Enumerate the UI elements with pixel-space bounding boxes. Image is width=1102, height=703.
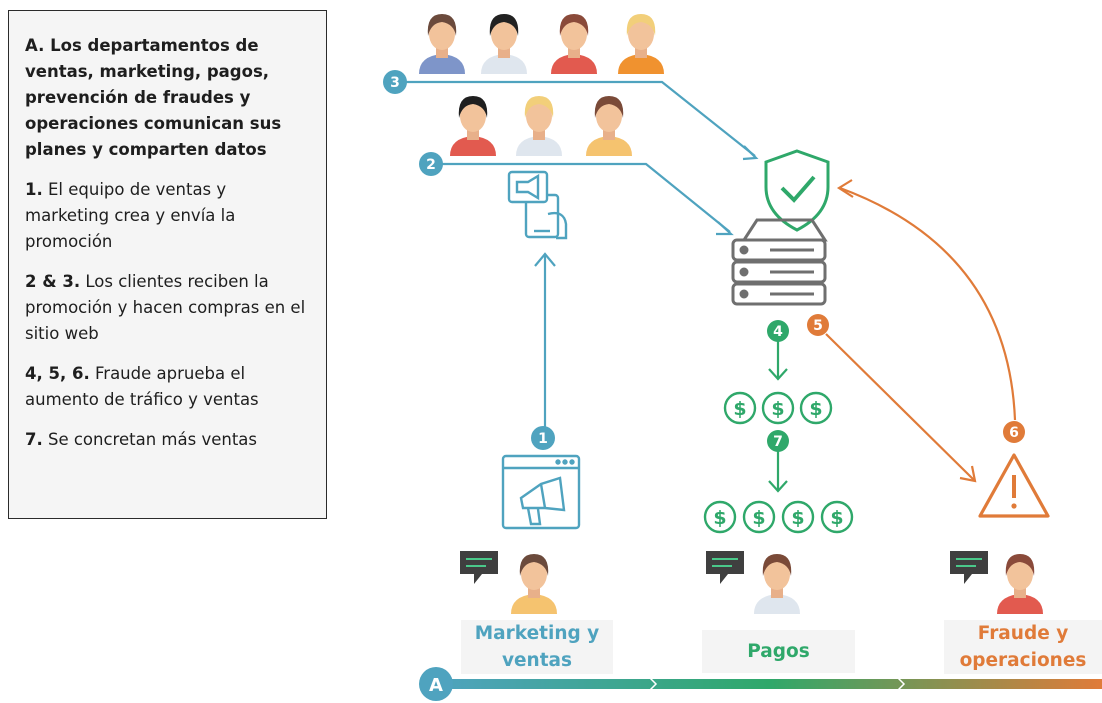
flow-line-3 <box>404 80 756 157</box>
orange-flows <box>825 179 1017 483</box>
chat-bubble-icon <box>950 551 988 584</box>
phone-promo-icon <box>507 170 568 240</box>
legend-heading: A. Los departamentos de ventas, marketin… <box>25 36 282 159</box>
person-avatar <box>511 554 557 614</box>
legend-step-4-5-6-num: 4, 5, 6. <box>25 364 90 383</box>
shield-check-icon <box>764 149 830 232</box>
marker-2: 2 <box>419 152 443 176</box>
svg-text:A: A <box>429 675 443 696</box>
legend-step-2-3: 2 & 3. Los clientes reciben la promoción… <box>25 269 312 347</box>
dollar-coin-icon: $ <box>742 500 776 534</box>
arrowhead-3 <box>742 145 759 161</box>
blue-flows <box>404 80 759 433</box>
svg-text:3: 3 <box>390 75 400 91</box>
marker-A: A <box>419 667 453 701</box>
legend-step-1-text: El equipo de ventas y marketing crea y e… <box>25 180 236 251</box>
legend-step-2-3-text: Los clientes reciben la promoción y hace… <box>25 272 306 343</box>
svg-text:7: 7 <box>773 434 783 450</box>
dollar-coin-icon: $ <box>761 391 795 425</box>
svg-text:$: $ <box>830 507 843 529</box>
dept-fraude-rep <box>950 551 1043 614</box>
svg-text:4: 4 <box>773 324 783 340</box>
person-avatar <box>618 14 664 74</box>
chat-bubble-icon <box>706 551 744 584</box>
svg-text:$: $ <box>791 507 804 529</box>
arrowhead-2 <box>716 221 734 236</box>
svg-text:5: 5 <box>813 318 823 334</box>
dept-label-marketing: Marketing y ventas <box>461 620 613 674</box>
svg-text:$: $ <box>713 507 726 529</box>
person-avatar <box>419 14 465 74</box>
legend-step-7-text: Se concretan más ventas <box>42 430 257 449</box>
marker-1: 1 <box>531 426 555 450</box>
marker-7: 7 <box>767 430 789 452</box>
person-avatar <box>586 96 632 156</box>
svg-text:1: 1 <box>538 431 548 447</box>
dollar-coin-icon: $ <box>799 391 833 425</box>
dept-label-marketing-line1: Marketing y <box>474 623 600 644</box>
marker-3: 3 <box>383 70 407 94</box>
legend-step-1-num: 1. <box>25 180 43 199</box>
megaphone-icon <box>501 454 581 530</box>
customer-group-2 <box>450 96 632 156</box>
legend-step-1: 1. El equipo de ventas y marketing crea … <box>25 177 312 255</box>
dept-label-marketing-line2: ventas <box>501 650 573 671</box>
svg-text:6: 6 <box>1009 425 1019 441</box>
dept-label-pagos-line1: Pagos <box>747 641 810 662</box>
warning-icon <box>978 453 1050 518</box>
marker-6: 6 <box>1003 421 1025 443</box>
person-avatar <box>450 96 496 156</box>
dollar-coin-icon: $ <box>723 391 757 425</box>
legend-step-4-5-6-text: Fraude aprueba el aumento de tráfico y v… <box>25 364 259 409</box>
person-avatar <box>516 96 562 156</box>
person-avatar <box>551 14 597 74</box>
chat-bubble-icon <box>460 551 498 584</box>
green-flows <box>768 340 788 493</box>
timeline: A <box>419 667 1102 701</box>
legend-step-7: 7. Se concretan más ventas <box>25 427 312 453</box>
dept-label-pagos: Pagos <box>702 630 855 673</box>
svg-text:2: 2 <box>426 157 436 173</box>
dept-marketing-rep <box>460 551 557 614</box>
dollar-coins-row-2: $ $ $ $ <box>703 500 854 534</box>
legend-step-2-3-num: 2 & 3. <box>25 272 81 291</box>
person-avatar <box>754 554 800 614</box>
dept-pagos-rep <box>706 551 800 614</box>
dept-label-fraude-line1: Fraude y <box>977 623 1069 644</box>
person-avatar <box>997 554 1043 614</box>
svg-text:$: $ <box>771 398 784 420</box>
person-avatar <box>481 14 527 74</box>
dollar-coins-row-1: $ $ $ <box>723 391 833 425</box>
arrowhead-1 <box>534 252 556 267</box>
svg-text:$: $ <box>733 398 746 420</box>
legend-step-7-num: 7. <box>25 430 43 449</box>
legend-step-4-5-6: 4, 5, 6. Fraude aprueba el aumento de tr… <box>25 361 312 413</box>
svg-text:$: $ <box>809 398 822 420</box>
svg-text:$: $ <box>752 507 765 529</box>
dollar-coin-icon: $ <box>781 500 815 534</box>
legend-box: A. Los departamentos de ventas, marketin… <box>8 10 327 519</box>
dept-label-fraude: Fraude y operaciones <box>944 620 1102 674</box>
marker-4: 4 <box>767 320 789 342</box>
dept-label-fraude-line2: operaciones <box>959 650 1087 671</box>
dollar-coin-icon: $ <box>703 500 737 534</box>
marker-5: 5 <box>807 314 829 336</box>
customer-group-3 <box>419 14 664 74</box>
server-icon <box>731 218 828 306</box>
dollar-coin-icon: $ <box>820 500 854 534</box>
flow-line-2 <box>440 162 731 233</box>
